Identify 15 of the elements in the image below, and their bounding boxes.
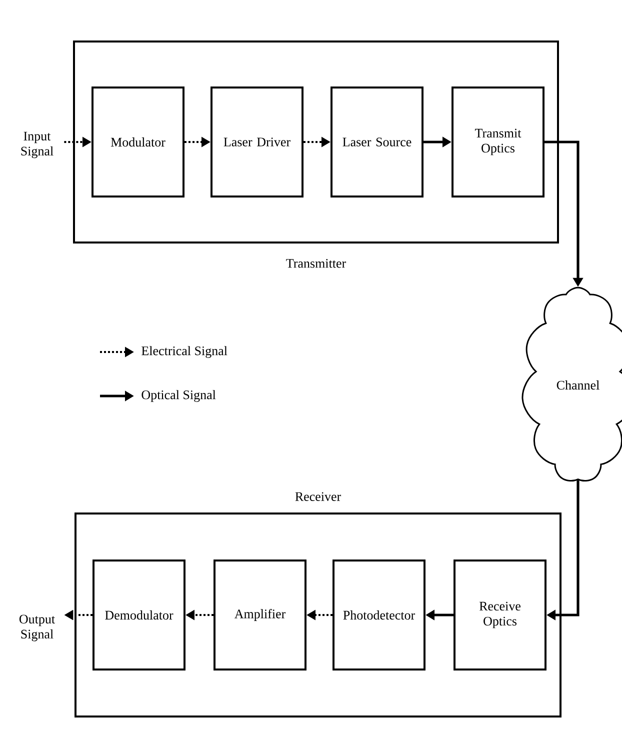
legend-label: Electrical Signal [142, 346, 228, 358]
node-label: Receiver [295, 492, 341, 501]
node-label: Transmitter [286, 259, 346, 268]
process-box: Photodetector [332, 560, 426, 670]
signal-label: Input Signal [21, 132, 54, 158]
process-box: Amplifier [214, 560, 306, 670]
process-box: Laser Driver [210, 86, 304, 198]
channel-cloud: Channel [522, 286, 622, 482]
signal-label: Output Signal [19, 614, 55, 642]
process-box: Modulator [92, 86, 184, 198]
process-box: Demodulator [92, 560, 186, 670]
process-box: Transmit Optics [452, 86, 544, 198]
process-box: Laser Source [330, 86, 424, 198]
process-box: Receive Optics [454, 560, 546, 670]
legend-label: Optical Signal [142, 390, 216, 402]
